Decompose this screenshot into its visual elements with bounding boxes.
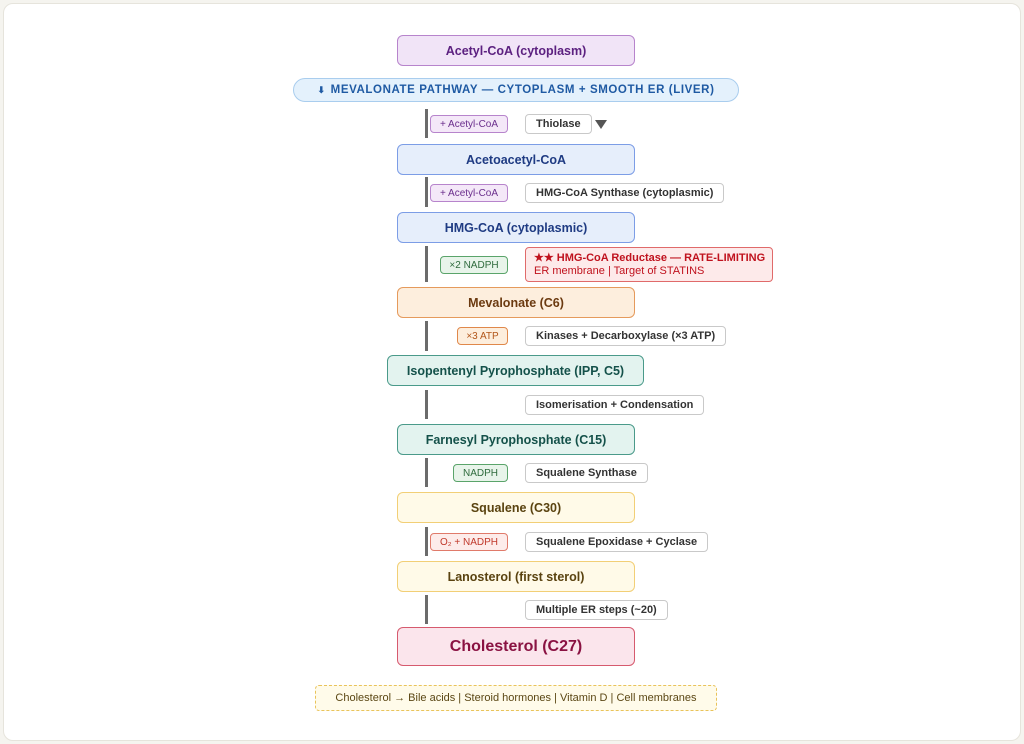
cofactor-badge: NADPH (453, 464, 508, 482)
connector-line (425, 390, 428, 419)
enzyme-label-thiolase: Thiolase (525, 114, 592, 134)
enzyme-label-squalene-synthase: Squalene Synthase (525, 463, 648, 483)
node-fpp: Farnesyl Pyrophosphate (C15) (397, 424, 635, 455)
node-hmg-coa: HMG-CoA (cytoplasmic) (397, 212, 635, 243)
node-acetyl-coa: Acetyl-CoA (cytoplasm) (397, 35, 635, 66)
node-acetoacetyl-coa: Acetoacetyl-CoA (397, 144, 635, 175)
node-ipp: Isopentenyl Pyrophosphate (IPP, C5) (387, 355, 644, 386)
cofactor-badge: ×2 NADPH (440, 256, 508, 274)
connector-line (425, 109, 428, 138)
enzyme-label-hmg-coa-synthase: HMG-CoA Synthase (cytoplasmic) (525, 183, 725, 203)
connector-line (425, 595, 428, 624)
down-arrow-icon: ⬇ (317, 84, 326, 95)
enzyme-label-squalene-epoxidase: Squalene Epoxidase + Cyclase (525, 532, 709, 552)
enzyme-label-hmg-coa-reductase: ★★ HMG-CoA Reductase — RATE-LIMITING ER … (525, 247, 773, 282)
cofactor-badge: ×3 ATP (457, 327, 508, 345)
pathway-banner: ⬇ MEVALONATE PATHWAY — CYTOPLASM + SMOOT… (293, 78, 739, 102)
rate-limiting-note: ER membrane | Target of STATINS (534, 264, 705, 277)
enzyme-label-isomerisation: Isomerisation + Condensation (525, 395, 705, 415)
node-cholesterol: Cholesterol (C27) (397, 627, 635, 666)
cofactor-badge: + Acetyl-CoA (430, 184, 508, 202)
connector-line (425, 246, 428, 282)
dropdown-triangle-icon[interactable] (595, 120, 607, 129)
diagram-card: Acetyl-CoA (cytoplasm) ⬇ MEVALONATE PATH… (3, 3, 1021, 741)
node-lanosterol: Lanosterol (first sterol) (397, 561, 635, 592)
pathway-banner-label: MEVALONATE PATHWAY — CYTOPLASM + SMOOTH … (330, 84, 715, 96)
node-mevalonate: Mevalonate (C6) (397, 287, 635, 318)
cholesterol-fates-note: Cholesterol → Bile acids | Steroid hormo… (315, 685, 717, 711)
cofactor-badge: + Acetyl-CoA (430, 115, 508, 133)
enzyme-label-kinases: Kinases + Decarboxylase (×3 ATP) (525, 326, 727, 346)
enzyme-label-er-steps: Multiple ER steps (~20) (525, 600, 668, 620)
cofactor-badge: O₂ + NADPH (430, 533, 508, 551)
connector-line (425, 321, 428, 351)
connector-line (425, 177, 428, 207)
node-squalene: Squalene (C30) (397, 492, 635, 523)
rate-limiting-title: ★★ HMG-CoA Reductase — RATE-LIMITING (534, 251, 766, 264)
connector-line (425, 458, 428, 487)
connector-line (425, 527, 428, 556)
